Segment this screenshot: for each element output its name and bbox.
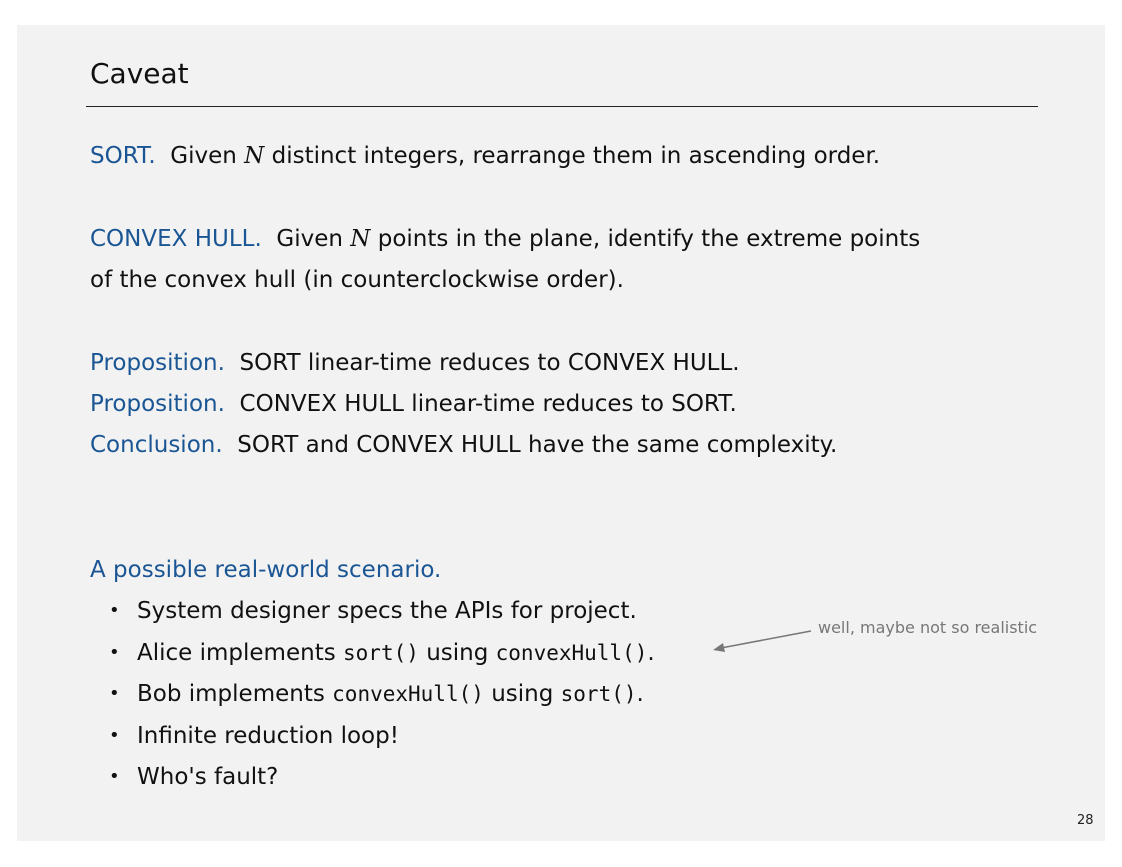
bullet-icon: • [109,683,120,704]
slide-title: Caveat [90,57,189,90]
proposition-1-text: SORT linear-time reduces to CONVEX HULL. [239,350,740,376]
proposition-2-label: Proposition. [90,391,225,417]
bullet-text: using [426,640,489,666]
conclusion-label: Conclusion. [90,432,223,458]
hull-definition: CONVEX HULL. Given N points in the plane… [90,224,920,254]
page-number: 28 [1077,813,1094,828]
proposition-1-label: Proposition. [90,350,225,376]
bullet-item: • Who's fault? [109,762,278,792]
sort-post: distinct integers, rearrange them in asc… [271,143,881,169]
sort-var: N [244,143,265,169]
code-convexhull: convexHull() [332,682,484,706]
slide: Caveat SORT. Given N distinct integers, … [17,25,1105,841]
annotation-arrow-icon [713,630,812,652]
bullet-text: Who's fault? [137,764,279,790]
hull-pre: Given [276,226,343,252]
bullet-text: Infinite reduction loop! [137,723,399,749]
bullet-text: using [491,681,554,707]
bullet-icon: • [109,642,120,663]
bullet-item: • Bob implements convexHull() using sort(… [109,679,644,709]
bullet-text: . [636,681,644,707]
bullet-text: System designer specs the APIs for proje… [137,598,637,624]
bullet-icon: • [109,766,120,787]
conclusion: Conclusion. SORT and CONVEX HULL have th… [90,430,837,460]
sort-label: SORT. [90,143,156,169]
bullet-icon: • [109,725,120,746]
code-convexhull: convexHull() [495,641,648,665]
code-sort: sort() [560,682,637,706]
bullet-item: • Alice implements sort() using convexHul… [109,638,655,668]
bullet-item: • Infinite reduction loop! [109,721,399,751]
proposition-2-text: CONVEX HULL linear-time reduces to SORT. [239,391,737,417]
hull-definition-line2: of the convex hull (in counterclockwise … [90,267,624,293]
code-sort: sort() [343,641,419,665]
bullet-item: • System designer specs the APIs for proj… [109,596,637,626]
bullet-icon: • [109,600,120,621]
bullet-text: Bob implements [137,681,325,707]
hull-post: points in the plane, identify the extrem… [377,226,921,252]
proposition-2: Proposition. CONVEX HULL linear-time red… [90,389,737,419]
sort-pre: Given [170,143,237,169]
sort-definition: SORT. Given N distinct integers, rearran… [90,141,880,171]
scenario-heading: A possible real-world scenario. [90,557,442,583]
annotation-note: well, maybe not so realistic [818,618,1038,637]
bullet-text: Alice implements [137,640,336,666]
proposition-1: Proposition. SORT linear-time reduces to… [90,348,740,378]
title-divider [86,106,1038,107]
hull-var: N [350,226,371,252]
bullet-text: . [647,640,655,666]
hull-label: CONVEX HULL. [90,226,262,252]
conclusion-text: SORT and CONVEX HULL have the same compl… [237,432,838,458]
